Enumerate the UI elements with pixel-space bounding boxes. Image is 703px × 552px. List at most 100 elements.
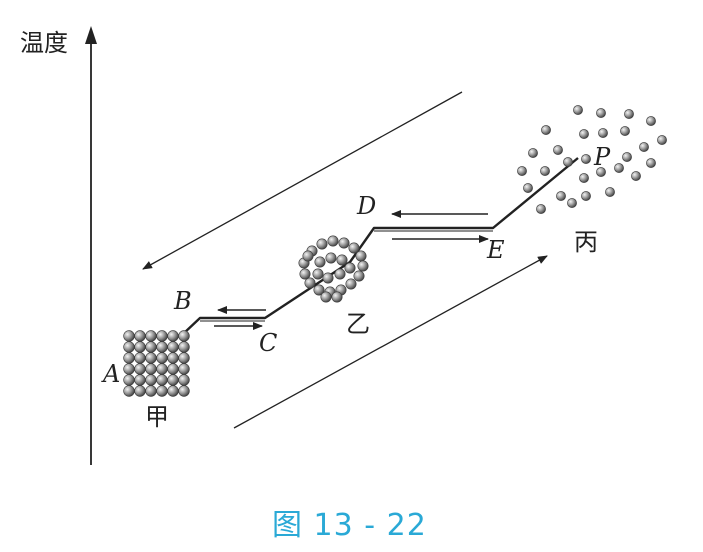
figure-caption: 图 13 - 22: [272, 508, 427, 543]
solid-particle: [145, 385, 157, 397]
temperature-axis-arrowhead: [85, 26, 97, 44]
solid-particle: [145, 374, 157, 386]
liquid-particle: [338, 237, 350, 249]
gas-particle: [622, 152, 632, 162]
solid-state-label: 甲: [145, 403, 169, 431]
gas-particle: [596, 108, 606, 118]
liquid-particle: [355, 250, 367, 262]
solid-particle: [134, 352, 146, 364]
gas-particle: [523, 183, 533, 193]
gas-particle: [614, 163, 624, 173]
solid-particle: [178, 363, 190, 375]
solid-particle: [156, 341, 168, 353]
solid-particle: [134, 341, 146, 353]
point-label-e: E: [487, 236, 505, 264]
solid-particle: [145, 330, 157, 342]
liquid-particles: [298, 235, 369, 303]
solid-particle: [167, 341, 179, 353]
solid-particle: [178, 374, 190, 386]
gas-particle: [598, 128, 608, 138]
gas-particle: [605, 187, 615, 197]
gas-particle: [631, 171, 641, 181]
point-label-c: C: [259, 329, 278, 357]
liquid-particle: [357, 260, 369, 272]
point-label-b: B: [174, 287, 192, 315]
solid-particle: [167, 363, 179, 375]
liquid-particle: [327, 235, 339, 247]
gas-particle: [556, 191, 566, 201]
liquid-particle: [344, 262, 356, 274]
solid-particle: [156, 385, 168, 397]
solid-particle: [178, 385, 190, 397]
solid-particle: [134, 363, 146, 375]
liquid-particle: [314, 256, 326, 268]
gas-particle: [646, 116, 656, 126]
liquid-particle: [336, 254, 348, 266]
heating-arrow: [233, 255, 548, 429]
point-label-d: D: [357, 192, 377, 220]
solid-particle: [134, 385, 146, 397]
gas-particle: [657, 135, 667, 145]
gas-particles: [517, 105, 667, 214]
liquid-particle: [312, 268, 324, 280]
solid-particle: [156, 330, 168, 342]
cooling-arrow: [142, 91, 463, 270]
solid-particle: [123, 374, 135, 386]
solid-particle: [167, 374, 179, 386]
liquid-particle: [304, 277, 316, 289]
gas-particle: [646, 158, 656, 168]
gas-particle: [624, 109, 634, 119]
axis-label: 温度: [20, 29, 68, 57]
solid-particle: [123, 330, 135, 342]
liquid-particle: [353, 270, 365, 282]
solid-particle: [178, 330, 190, 342]
gas-particle: [540, 166, 550, 176]
solid-particle: [178, 341, 190, 353]
liquid-particle: [325, 252, 337, 264]
solid-particle: [134, 374, 146, 386]
solid-particle: [167, 385, 179, 397]
gas-particle: [528, 148, 538, 158]
point-label-a: A: [103, 360, 121, 388]
gas-particle: [553, 145, 563, 155]
gas-particle: [581, 191, 591, 201]
gas-particle: [536, 204, 546, 214]
gas-particle: [517, 166, 527, 176]
solid-particle: [134, 330, 146, 342]
gas-particle: [581, 154, 591, 164]
liquid-particle: [348, 242, 360, 254]
solid-particle: [123, 341, 135, 353]
solid-particles: [123, 330, 190, 397]
solid-particle: [167, 352, 179, 364]
liquid-particle: [313, 284, 325, 296]
liquid-particle: [320, 291, 332, 303]
solid-particle: [167, 330, 179, 342]
liquid-particle: [345, 278, 357, 290]
solid-particle: [178, 352, 190, 364]
solid-particle: [145, 352, 157, 364]
liquid-particle: [299, 268, 311, 280]
solid-particle: [123, 385, 135, 397]
gas-state-label: 丙: [574, 228, 598, 256]
liquid-particle: [334, 268, 346, 280]
gas-particle: [573, 105, 583, 115]
liquid-particle: [331, 291, 343, 303]
liquid-state-label: 乙: [346, 310, 370, 338]
solid-particle: [145, 363, 157, 375]
gas-particle: [620, 126, 630, 136]
liquid-particle: [302, 250, 314, 262]
gas-particle: [579, 173, 589, 183]
solid-particle: [123, 352, 135, 364]
solid-particle: [123, 363, 135, 375]
solid-particle: [156, 374, 168, 386]
gas-particle: [639, 142, 649, 152]
gas-particle: [567, 198, 577, 208]
solid-particle: [145, 341, 157, 353]
gas-particle: [541, 125, 551, 135]
solid-particle: [156, 363, 168, 375]
gas-particle: [579, 129, 589, 139]
point-label-p: P: [594, 143, 611, 171]
gas-particle: [563, 157, 573, 167]
